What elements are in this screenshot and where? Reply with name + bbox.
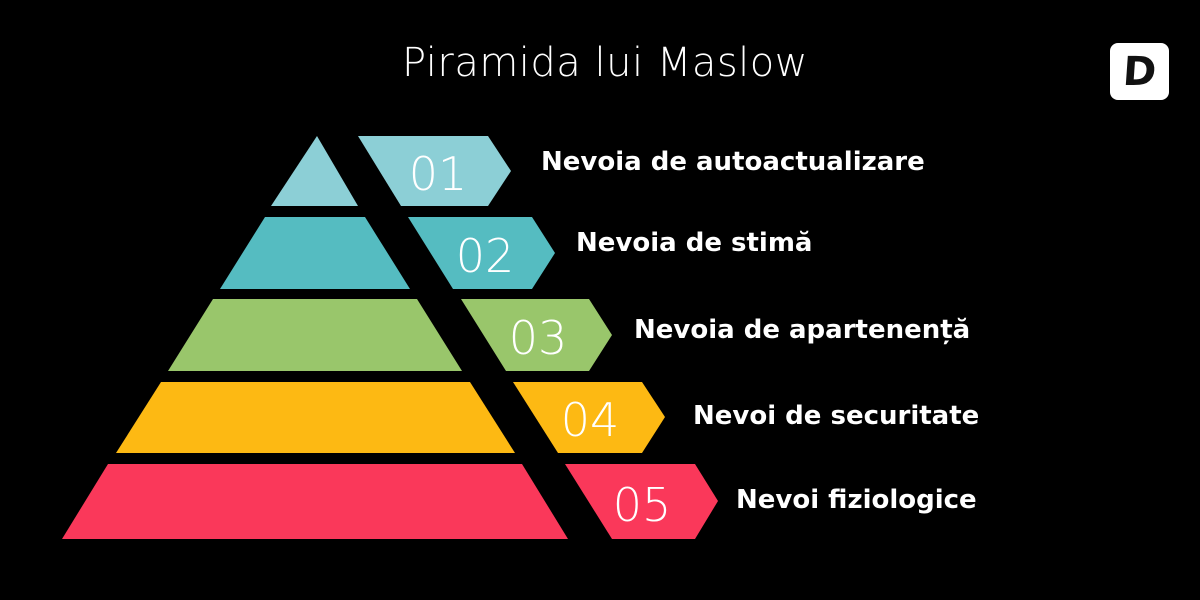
number-tag-4: [513, 382, 665, 453]
level-label-2: Nevoia de stimă: [576, 228, 813, 258]
number-tag-3: [461, 299, 612, 371]
level-label-5: Nevoi fiziologice: [736, 485, 977, 515]
pyramid-level-2: 02: [220, 217, 555, 289]
pyramid-segment-4: [116, 382, 515, 453]
pyramid-segment-5: [62, 464, 568, 539]
level-number-5: 05: [613, 478, 672, 532]
level-number-4: 04: [561, 393, 620, 447]
pyramid-level-4: 04: [116, 382, 665, 453]
level-label-1: Nevoia de autoactualizare: [541, 147, 925, 177]
pyramid-segment-3: [168, 299, 462, 371]
number-tag-5: [565, 464, 718, 539]
pyramid-segment-2: [220, 217, 410, 289]
pyramid-segment-1: [271, 136, 358, 206]
level-number-2: 02: [456, 229, 515, 283]
number-tag-1: [358, 136, 511, 206]
level-label-3: Nevoia de apartenență: [634, 315, 971, 345]
number-tag-2: [408, 217, 555, 289]
brand-logo-icon: D: [1110, 43, 1169, 100]
level-label-4: Nevoi de securitate: [693, 401, 980, 431]
pyramid-level-1: 01: [271, 136, 511, 206]
pyramid-level-5: 05: [62, 464, 718, 539]
level-number-1: 01: [409, 147, 468, 201]
pyramid-level-3: 03: [168, 299, 612, 371]
level-number-3: 03: [509, 311, 568, 365]
page-title: Piramida lui Maslow: [402, 40, 808, 86]
